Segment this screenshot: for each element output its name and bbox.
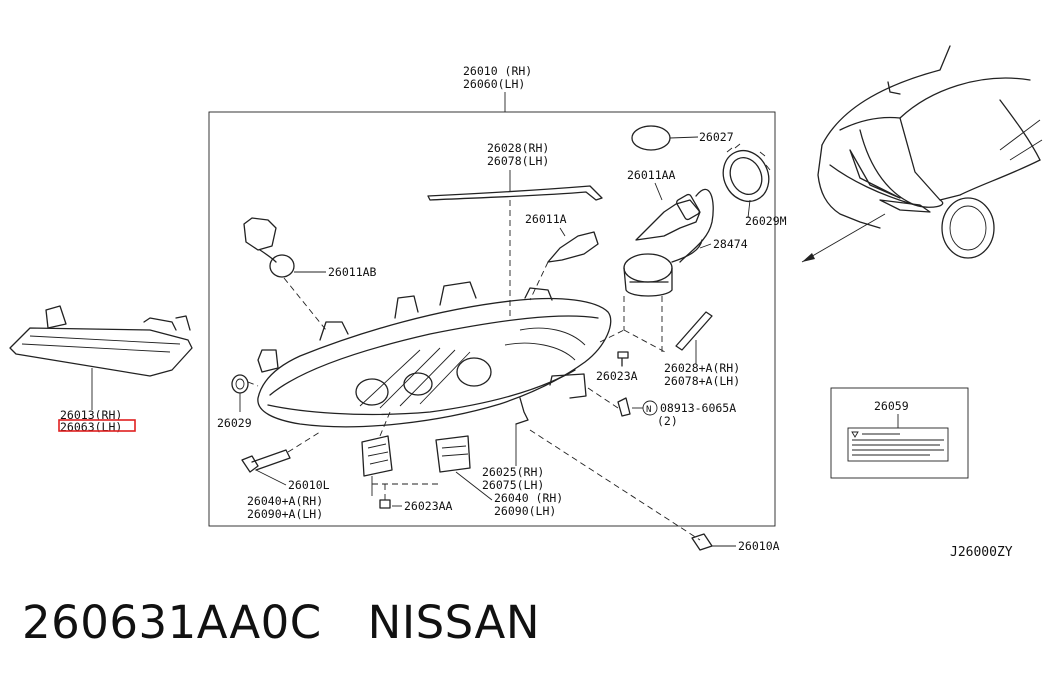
label-26040a-rh: 26040+A(RH) [247,494,323,508]
part-caption: 260631AA0C NISSAN [22,596,540,649]
label-26040-rh: 26040 (RH) [494,491,563,505]
label-26060-lh: 26060(LH) [463,77,525,91]
label-26090-lh: 26090(LH) [494,504,556,518]
label-26075-lh: 26075(LH) [482,478,544,492]
label-26023aa: 26023AA [404,499,453,513]
label-26011a: 26011A [525,212,567,226]
highlight-box [58,419,136,432]
part-26011a: 26011A [525,212,599,301]
label-26011aa: 26011AA [627,168,676,182]
label-26011ab: 26011AB [328,265,377,279]
part-26010a: 26010A [529,429,780,553]
assembly-frame [208,111,776,527]
headlamp-housing [257,281,612,428]
part-number: 260631AA0C [22,596,322,649]
part-08913-6065a: N 08913-6065A (2) [587,387,736,428]
label-26027: 26027 [699,130,734,144]
brand-name: NISSAN [367,596,540,649]
part-26040: 26040 (RH) 26090(LH) [435,435,563,518]
label-26013-rh: 26013(RH) [60,408,122,422]
label-26010a: 26010A [738,539,780,553]
label-08913-6065a: 08913-6065A [660,401,736,415]
label-26023a: 26023A [596,369,638,383]
label-26010-rh: 26010 (RH) [463,64,532,78]
label-26059: 26059 [874,399,909,413]
part-26023a: 26023A [596,351,638,383]
part-26040a: 26040+A(RH) 26090+A(LH) [247,411,393,521]
label-08913-qty: (2) [657,414,678,428]
part-26028a: 26028+A(RH) 26078+A(LH) [664,311,740,388]
part-26023aa: 26023AA [372,483,453,513]
part-26010l: 26010L [241,431,330,492]
label-26078a-lh: 26078+A(LH) [664,374,740,388]
part-26029m: 26029M [722,143,787,228]
part-26029: 26029 [217,374,259,430]
diagram-code: J26000ZY [950,545,1013,560]
part-26013: 26013(RH) 26063(LH) [9,305,193,434]
vehicle-location-view [801,45,1043,263]
part-26059: 26059 [830,387,969,479]
label-26025-rh: 26025(RH) [482,465,544,479]
label-28474: 28474 [713,237,748,251]
part-26027: 26027 [631,125,734,151]
label-26028a-rh: 26028+A(RH) [664,361,740,375]
label-26010l: 26010L [288,478,330,492]
label-26090a-lh: 26090+A(LH) [247,507,323,521]
part-26011aa: 26011AA [627,168,714,263]
label-26078-lh: 26078(LH) [487,154,549,168]
n-symbol: N [646,405,651,415]
part-26028: 26028(RH) 26078(LH) [427,141,603,318]
part-26011ab: 26011AB [243,217,377,331]
label-26063-lh: 26063(LH) [60,420,122,434]
label-26028-rh: 26028(RH) [487,141,549,155]
part-28474: 28474 [599,237,748,353]
label-26029m: 26029M [745,214,787,228]
label-26029: 26029 [217,416,252,430]
